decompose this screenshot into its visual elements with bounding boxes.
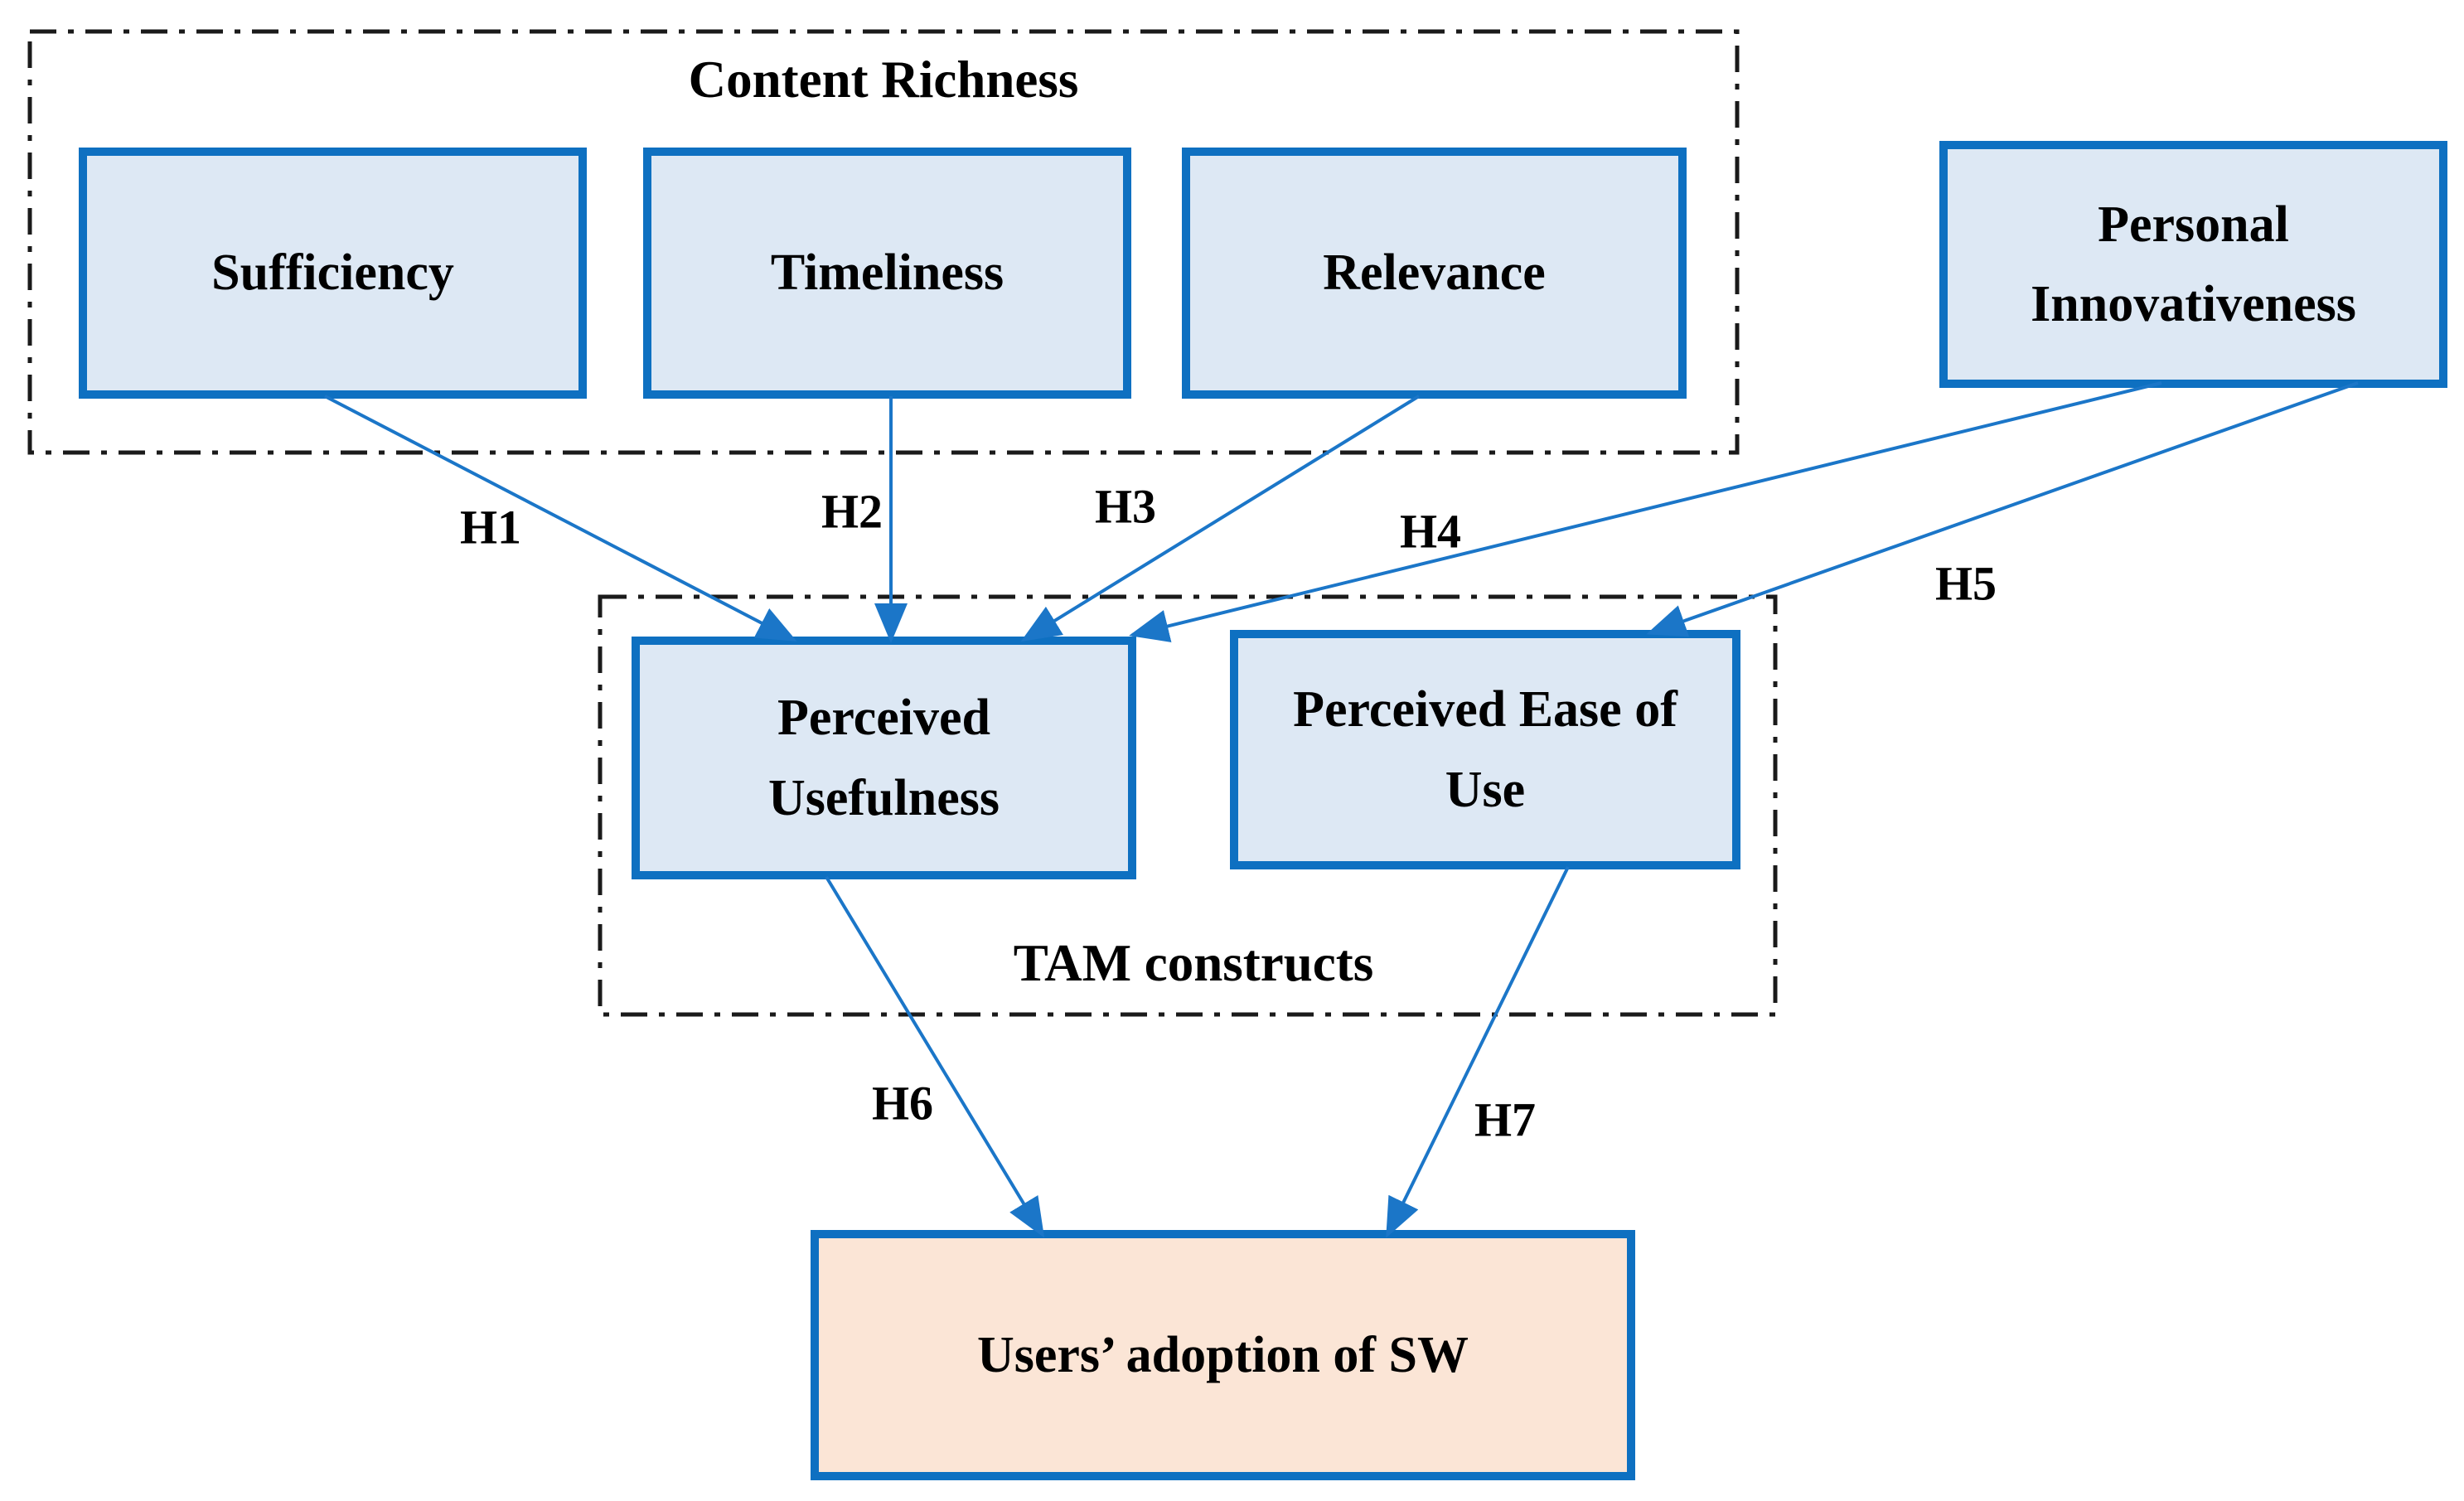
edge-h6-arrow bbox=[825, 875, 1045, 1238]
edge-label-h4: H4 bbox=[1399, 504, 1462, 559]
node-users-adoption-label: Users’ adoption of SW bbox=[976, 1326, 1469, 1383]
node-personal-innovativeness-label: Personal Innovativeness bbox=[2031, 196, 2356, 332]
edge-label-h2: H2 bbox=[821, 484, 883, 539]
node-perceived-ease-of-use: Perceived Ease of Use bbox=[1230, 630, 1740, 869]
node-users-adoption: Users’ adoption of SW bbox=[811, 1230, 1635, 1480]
node-timeliness: Timeliness bbox=[643, 148, 1131, 399]
node-timeliness-label: Timeliness bbox=[770, 245, 1004, 302]
node-sufficiency-label: Sufficiency bbox=[211, 245, 454, 302]
node-perceived-usefulness-label: Perceived Usefulness bbox=[767, 690, 1000, 826]
edge-label-h5: H5 bbox=[1934, 556, 1997, 611]
node-perceived-usefulness: Perceived Usefulness bbox=[632, 637, 1136, 879]
node-relevance: Relevance bbox=[1182, 148, 1687, 399]
node-personal-innovativeness: Personal Innovativeness bbox=[1939, 141, 2447, 388]
edge-h1-arrow bbox=[324, 395, 797, 642]
group-content-richness-label: Content Richness bbox=[688, 51, 1079, 109]
edge-label-h3: H3 bbox=[1094, 479, 1157, 534]
edge-h3-arrow bbox=[1020, 395, 1421, 642]
node-sufficiency: Sufficiency bbox=[79, 148, 587, 399]
edge-label-h1: H1 bbox=[459, 500, 522, 554]
edge-h4-arrow bbox=[1129, 381, 2162, 642]
node-perceived-ease-of-use-label: Perceived Ease of Use bbox=[1293, 681, 1677, 818]
edge-label-h7: H7 bbox=[1474, 1092, 1537, 1147]
group-tam-constructs-label: TAM constructs bbox=[1013, 934, 1374, 992]
edge-h7-arrow bbox=[1386, 866, 1570, 1238]
edge-h5-arrow bbox=[1646, 381, 2359, 637]
node-relevance-label: Relevance bbox=[1323, 245, 1546, 302]
edge-label-h6: H6 bbox=[871, 1076, 934, 1131]
